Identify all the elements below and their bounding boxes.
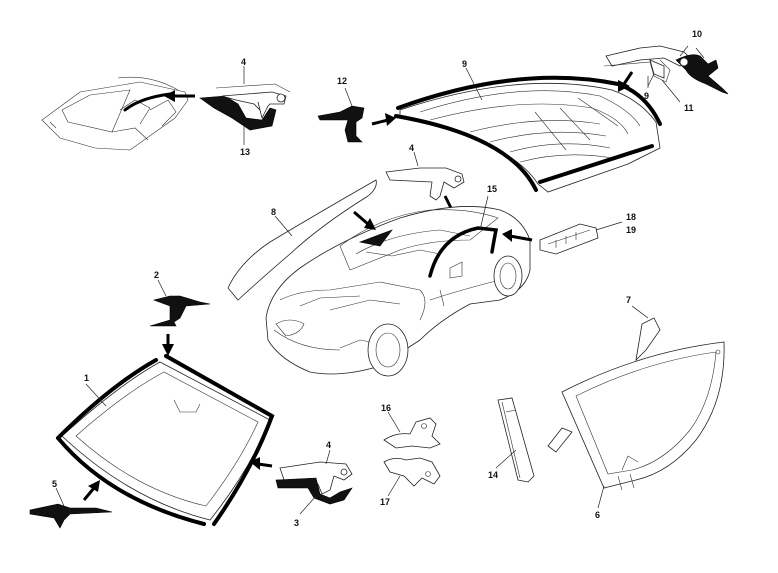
quarter-glass-6 <box>561 341 725 491</box>
roof-glass-panel <box>394 75 662 193</box>
seal-profile-4-center <box>385 167 465 201</box>
arrow-to-roof-rear <box>618 71 634 92</box>
trim-clip-18-19 <box>539 223 599 255</box>
seal-profile-13 <box>199 83 291 131</box>
callout-labels: 1 2 3 4 4 4 5 6 7 8 9 9 10 11 12 13 14 1… <box>52 29 702 528</box>
callout-19: 19 <box>626 225 636 235</box>
callout-16: 16 <box>381 403 391 413</box>
callout-11: 11 <box>684 103 694 113</box>
arrow-to-windscreen-seal <box>353 210 376 230</box>
rear-seal-profile-10-11 <box>603 45 729 95</box>
seal-profile-12 <box>317 105 365 143</box>
arrow-4-to-windscreen <box>250 457 273 470</box>
callout-4b: 4 <box>409 143 414 153</box>
callout-18: 18 <box>626 212 636 222</box>
main-car <box>265 206 531 377</box>
callout-17: 17 <box>380 497 390 507</box>
trim-strip-14 <box>497 397 535 483</box>
callout-14: 14 <box>488 470 498 480</box>
clip-16 <box>383 417 441 449</box>
callout-12: 12 <box>337 76 347 86</box>
arrow-2-down <box>162 334 174 356</box>
callout-4a: 4 <box>241 57 246 67</box>
callout-15: 15 <box>487 184 497 194</box>
callout-9a: 9 <box>462 59 467 69</box>
callout-3: 3 <box>294 518 299 528</box>
callout-6: 6 <box>595 510 600 520</box>
windscreen-outline-8 <box>227 179 377 301</box>
arrow-5-to-windscreen <box>82 480 100 501</box>
arrow-to-seal-13 <box>164 90 195 102</box>
arrow-12-to-roof <box>371 113 396 126</box>
callout-10: 10 <box>692 29 702 39</box>
callout-5: 5 <box>52 479 57 489</box>
small-car-interior-view <box>41 76 189 151</box>
callout-13: 13 <box>240 147 250 157</box>
windscreen-glass-1 <box>56 354 275 526</box>
callout-8: 8 <box>271 207 276 217</box>
callout-7: 7 <box>626 295 631 305</box>
callout-2: 2 <box>154 270 159 280</box>
seal-profile-5 <box>29 503 113 529</box>
seal-profile-3-4-lower <box>275 461 353 505</box>
seal-profile-2 <box>149 295 211 327</box>
callout-9b: 9 <box>644 91 649 101</box>
arrow-18-to-car <box>502 229 533 242</box>
callout-4c: 4 <box>326 440 331 450</box>
clip-17 <box>383 457 441 487</box>
callout-1: 1 <box>84 373 89 383</box>
seal-strip-7 <box>547 317 661 453</box>
